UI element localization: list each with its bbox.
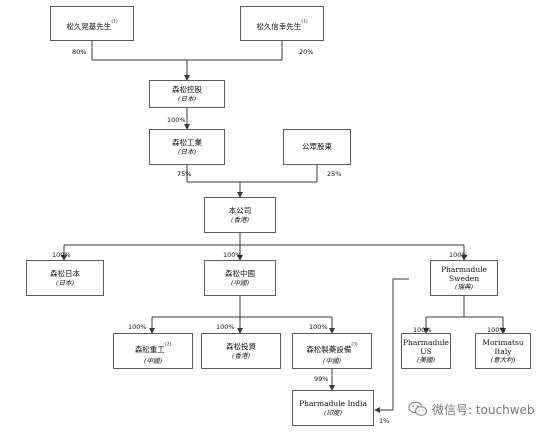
node-region: (日本) [55, 278, 75, 287]
pct-1: 1% [379, 417, 390, 425]
morimatsu-pharma-equip-box: 森松製藥設備(3) (中國) [292, 333, 372, 369]
node-region: (中國) [322, 356, 342, 365]
pct-100-pharma: 100% [309, 323, 328, 331]
public-investors-box: 公眾股東 [283, 129, 351, 165]
morimatsu-china-box: 森松中國 (中國) [204, 260, 276, 296]
morimatsu-holdings-box: 森松控股 (日本) [149, 80, 225, 108]
node-region: (日本) [177, 147, 197, 156]
node-name: 森松控股 [172, 85, 202, 95]
node-region: (中國) [143, 356, 163, 365]
shareholder-2-box: 松久信幸先生(1) [240, 6, 324, 41]
pct-20: 20% [299, 48, 314, 56]
note-marker: (1) [111, 19, 118, 25]
pct-100-sweden: 100% [449, 251, 468, 259]
morimatsu-industry-box: 森松工業 (日本) [149, 129, 225, 165]
node-region: (日本) [177, 94, 197, 103]
node-region: (香港) [230, 215, 250, 224]
node-name: 森松製藥設備 [306, 344, 352, 354]
node-name: 松久信幸先生 [256, 21, 302, 31]
pct-100-heavy: 100% [128, 323, 147, 331]
pharmadule-india-box: Pharmadule India (印度) [292, 390, 374, 426]
node-region: (印度) [323, 408, 343, 417]
pharmadule-sweden-box: Pharmadule Sweden (瑞典) [430, 260, 498, 296]
node-region: (中國) [230, 278, 250, 287]
pct-25: 25% [327, 170, 342, 178]
pct-75: 75% [177, 170, 192, 178]
node-name: 森松工業 [172, 138, 202, 148]
node-name: Pharmadule Sweden [441, 264, 487, 283]
node-name: Pharmadule US [403, 337, 449, 356]
node-name: Pharmadule India [299, 399, 367, 409]
morimatsu-heavy-box: 森松重工(2) (中國) [113, 333, 193, 369]
node-region: (美國) [416, 356, 436, 365]
pct-99: 99% [314, 375, 329, 383]
shareholder-1-box: 松久晃基先生(1) [50, 6, 134, 41]
node-name: 本公司 [228, 206, 252, 216]
pct-100-italy: 100% [487, 326, 506, 334]
node-region: (香港) [231, 351, 251, 360]
node-name: 森松日本 [50, 269, 80, 279]
node-name: 森松重工 [134, 344, 165, 354]
node-name: 森松投資 [226, 342, 256, 352]
pharmadule-us-box: Pharmadule US (美國) [401, 333, 451, 369]
node-name: 松久晃基先生 [66, 21, 112, 31]
node-name: 森松中國 [225, 269, 255, 279]
pct-100-industry: 100% [167, 116, 186, 124]
pct-100-china: 100% [223, 251, 242, 259]
company-box: 本公司 (香港) [204, 197, 276, 233]
node-region: (瑞典) [454, 283, 474, 292]
wechat-icon [408, 401, 428, 416]
watermark-text: 微信号: touchweb [432, 402, 535, 417]
pct-100-invest: 100% [216, 323, 235, 331]
note-marker: (2) [164, 342, 172, 348]
morimatsu-invest-box: 森松投資 (香港) [201, 333, 281, 369]
morimatsu-japan-box: 森松日本 (日本) [26, 260, 104, 296]
pct-100-japan: 100% [52, 251, 71, 259]
pct-100-us: 100% [413, 326, 432, 334]
watermark: 微信号: touchweb [408, 398, 548, 420]
note-marker: (3) [351, 342, 358, 348]
node-name: Morimatsu Italy [482, 337, 524, 356]
morimatsu-italy-box: Morimatsu Italy (意大利) [475, 333, 531, 369]
note-marker: (1) [301, 19, 308, 25]
node-name: 公眾股東 [302, 142, 332, 152]
pct-80: 80% [72, 48, 87, 56]
node-region: (意大利) [490, 356, 516, 365]
